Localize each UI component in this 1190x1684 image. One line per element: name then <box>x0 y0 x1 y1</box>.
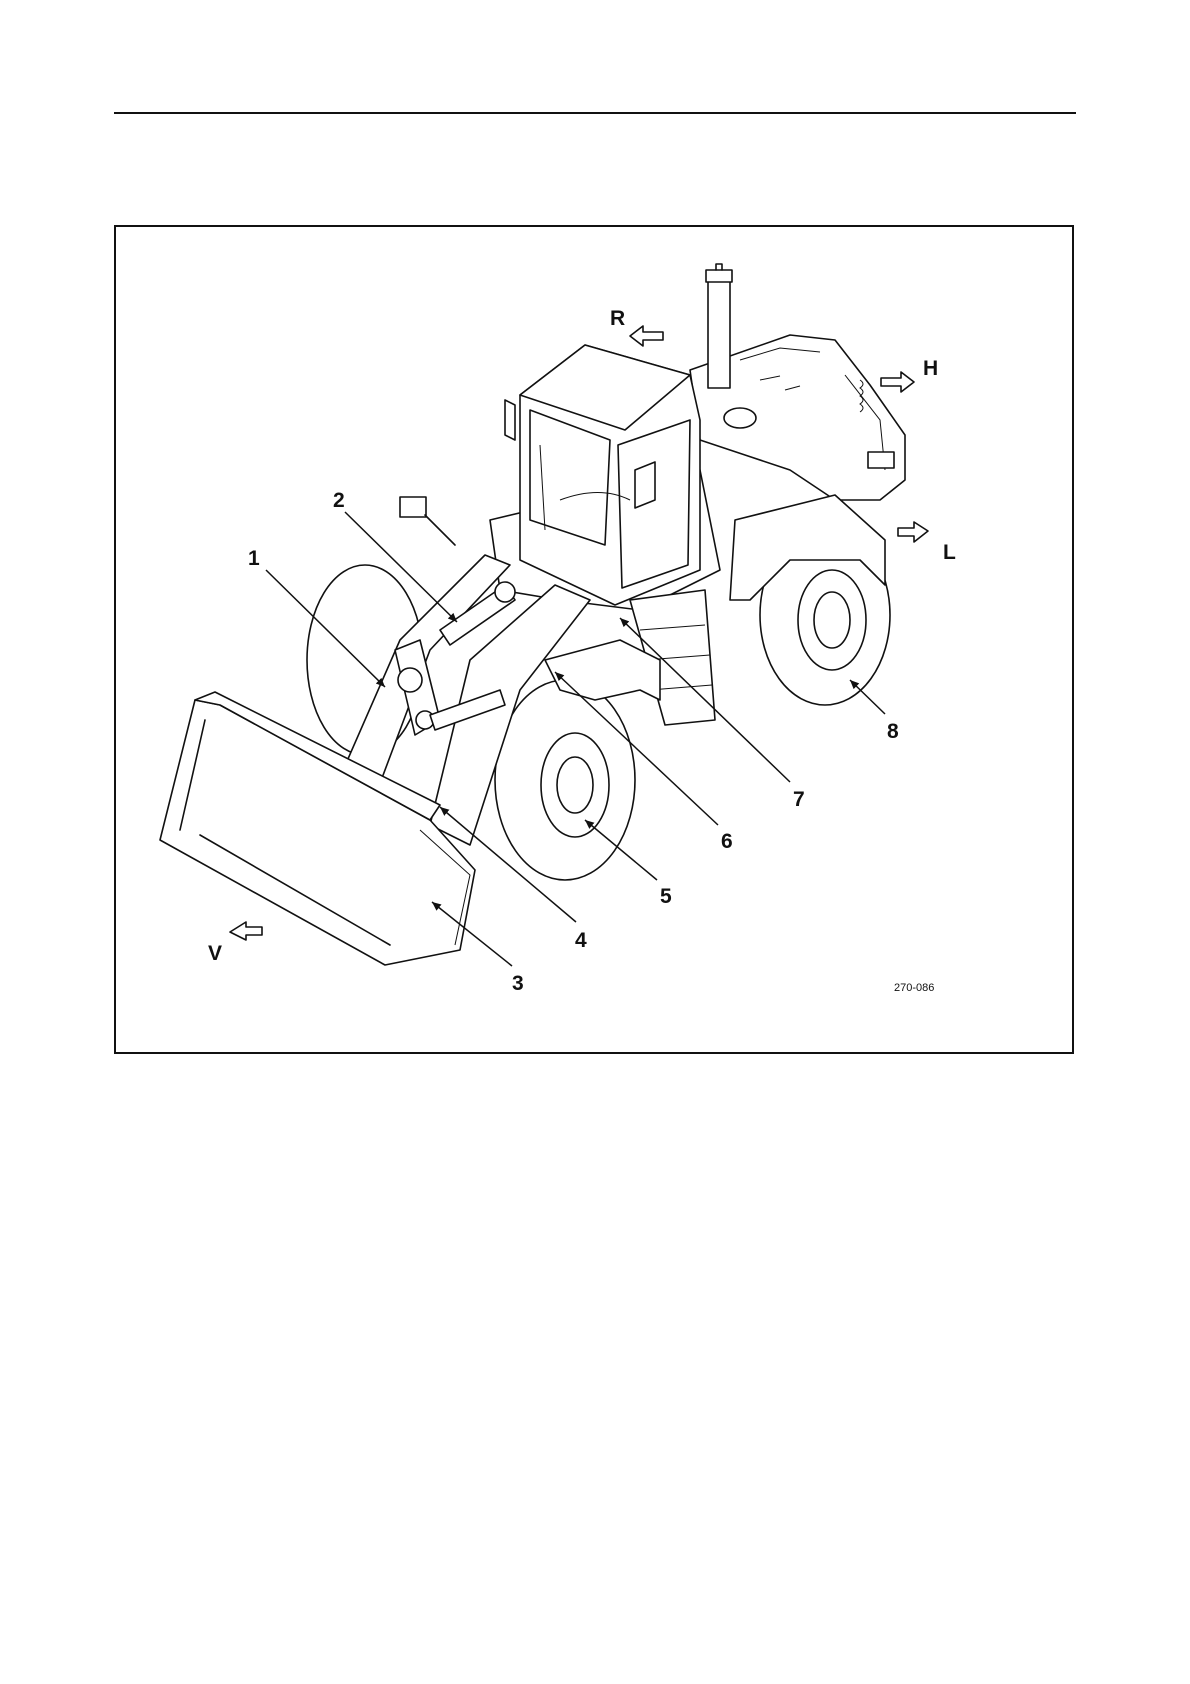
callout-5: 5 <box>660 885 672 908</box>
arrow-v-icon <box>230 922 262 940</box>
direction-h: H <box>923 357 938 380</box>
figure-reference: 270-086 <box>894 982 934 994</box>
rear-wheel <box>730 495 890 705</box>
callout-1: 1 <box>248 547 260 570</box>
callout-7: 7 <box>793 788 805 811</box>
callout-2: 2 <box>333 489 345 512</box>
arrow-r-icon <box>630 326 663 346</box>
callout-6: 6 <box>721 830 733 853</box>
bucket <box>160 692 475 965</box>
arrow-l-icon <box>898 522 928 542</box>
callout-3: 3 <box>512 972 524 995</box>
direction-r: R <box>610 307 625 330</box>
callout-4: 4 <box>575 929 587 952</box>
direction-v: V <box>208 942 222 965</box>
direction-l: L <box>943 541 956 564</box>
callout-8: 8 <box>887 720 899 743</box>
front-fender <box>545 640 660 700</box>
operator-cab <box>505 345 700 605</box>
arrow-h-icon <box>881 372 914 392</box>
front-wheel <box>495 680 635 880</box>
exhaust-stack <box>706 264 732 388</box>
side-mirror <box>400 497 455 545</box>
